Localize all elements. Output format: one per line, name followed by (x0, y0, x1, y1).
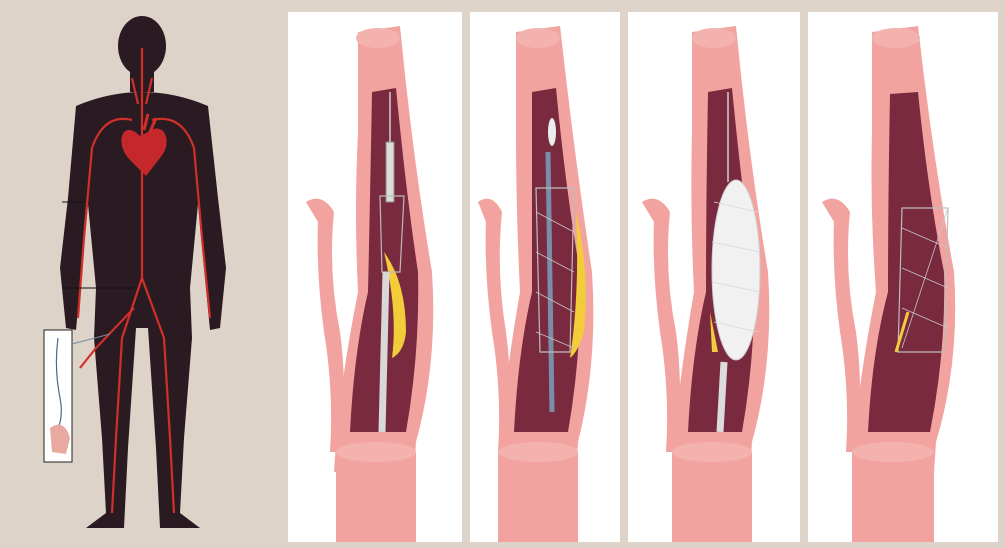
human-body-panel (14, 8, 276, 542)
stent-positioned-icon (470, 12, 620, 542)
stent-step-1-panel (288, 12, 462, 542)
expanded-stent-icon (808, 12, 998, 542)
stent-step-3-panel (628, 12, 800, 542)
stent-step-2-panel (470, 12, 620, 542)
balloon-expansion-icon (628, 12, 800, 542)
catheter-collapsed-stent-icon (288, 12, 462, 542)
human-silhouette-icon (14, 8, 276, 542)
stent-step-4-panel (808, 12, 998, 542)
